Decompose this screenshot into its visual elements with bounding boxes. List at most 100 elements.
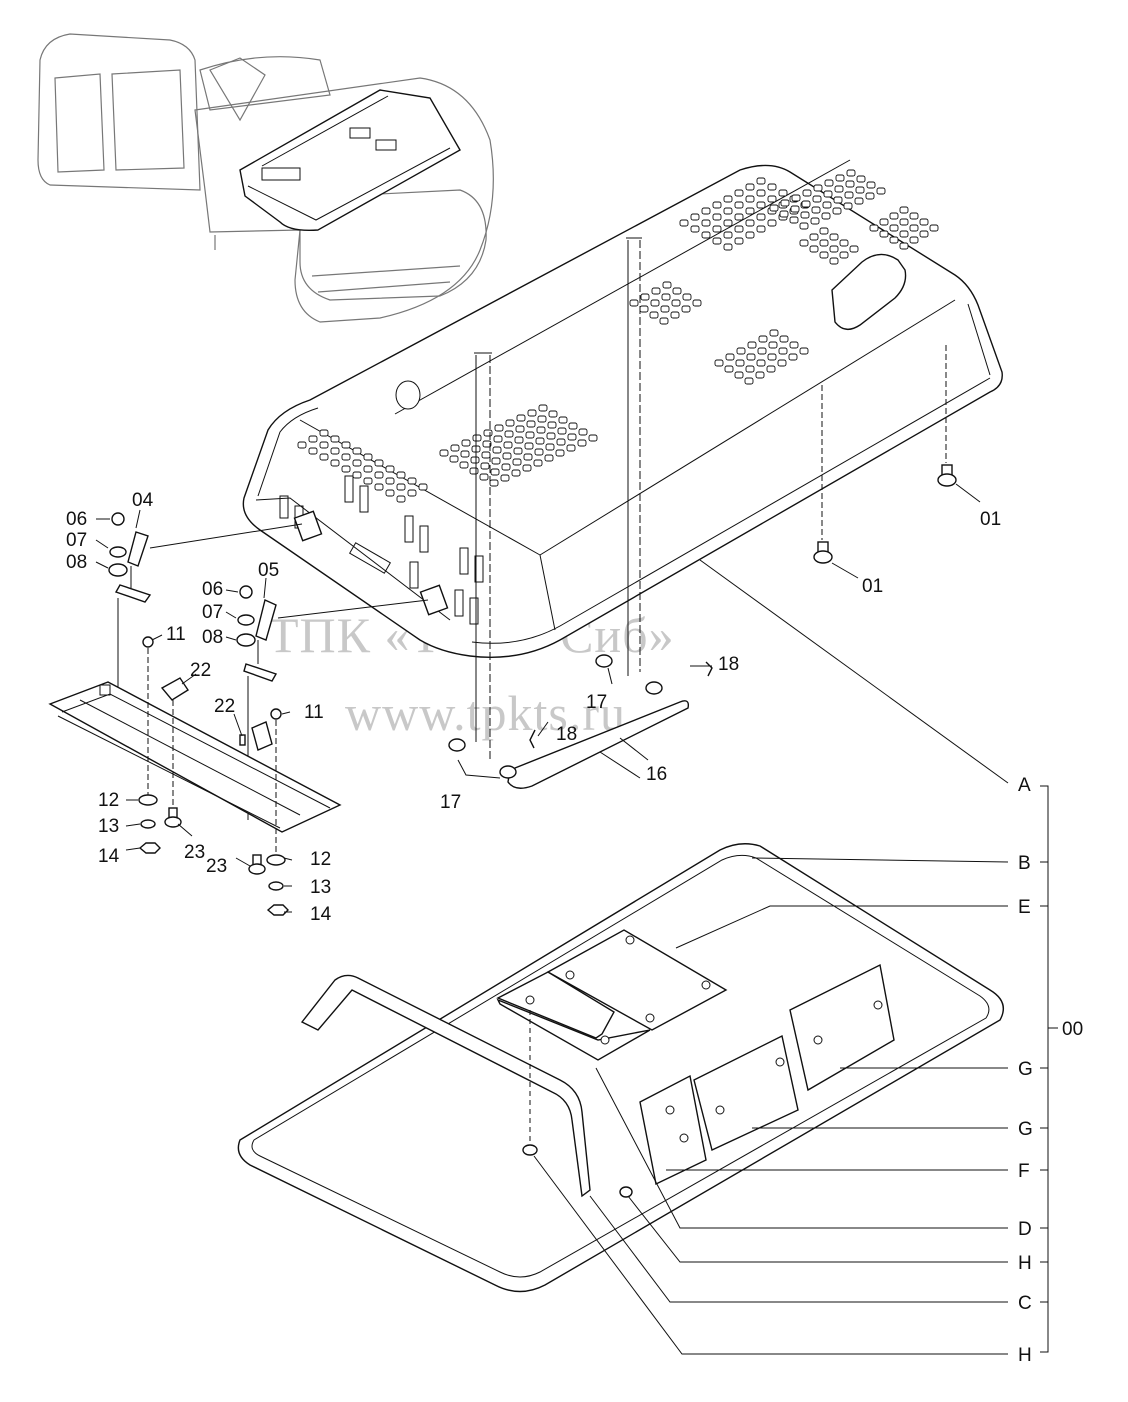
vent-hole (849, 245, 859, 253)
callout-12-b: 12 (310, 849, 331, 870)
vent-hole (819, 239, 829, 247)
vent-hole (909, 236, 919, 244)
vent-hole (755, 371, 765, 379)
vent-hole (866, 181, 876, 189)
vent-hole (769, 329, 779, 337)
vent-hole (745, 195, 755, 203)
vent-hole (491, 457, 501, 465)
vent-hole (756, 201, 766, 209)
vent-hole (800, 211, 810, 219)
vent-hole (558, 416, 568, 424)
vent-hole (469, 467, 479, 475)
vent-hole (671, 299, 681, 307)
vent-hole (812, 195, 822, 203)
vent-hole (396, 483, 406, 491)
vent-hole (527, 409, 537, 417)
vent-hole (494, 424, 504, 432)
label-C: C (1018, 1293, 1032, 1314)
vent-hole (523, 453, 533, 461)
vent-hole (865, 192, 875, 200)
vent-hole (876, 187, 886, 195)
vent-hole (690, 225, 700, 233)
callout-14-b: 14 (310, 904, 332, 925)
leader-lines (95, 509, 1058, 1355)
vent-hole (767, 195, 777, 203)
vent-hole (480, 462, 490, 470)
vent-hole (639, 305, 649, 313)
callout-08-b: 08 (202, 627, 223, 648)
callout-07-a: 07 (66, 530, 87, 551)
vent-hole (319, 453, 329, 461)
vent-hole (661, 293, 671, 301)
vent-hole (822, 201, 832, 209)
vent-hole (701, 207, 711, 215)
callout-08-a: 08 (66, 552, 87, 573)
vent-hole (319, 429, 329, 437)
vent-hole (734, 189, 744, 197)
vent-hole (515, 425, 525, 433)
callout-18-b: 18 (556, 724, 577, 745)
vent-hole (766, 365, 776, 373)
support-plate (48, 681, 342, 833)
vent-hole (461, 439, 471, 447)
vent-hole (514, 436, 524, 444)
vent-hole (516, 414, 526, 422)
vent-hole (832, 207, 842, 215)
vent-hole (396, 471, 406, 479)
vent-hole (479, 473, 489, 481)
callout-18-a: 18 (718, 654, 739, 675)
vent-hole (535, 437, 545, 445)
vent-hole (723, 207, 733, 215)
vent-hole (712, 213, 722, 221)
callout-01-right: 01 (980, 509, 1001, 530)
callout-17-b: 17 (440, 792, 461, 813)
vent-hole (869, 224, 879, 232)
vent-hole (330, 447, 340, 455)
vent-hole (511, 469, 521, 477)
vent-hole (734, 201, 744, 209)
vent-hole (829, 257, 839, 265)
vent-hole (734, 213, 744, 221)
vent-hole (493, 435, 503, 443)
callout-16: 16 (646, 764, 667, 785)
vent-hole (490, 468, 500, 476)
letter-labels: A B E G G F D H C H 00 (1018, 775, 1083, 1366)
vent-hole (835, 174, 845, 182)
vent-hole (767, 183, 777, 191)
vent-hole (777, 359, 787, 367)
vent-hole (745, 207, 755, 215)
vent-hole (734, 237, 744, 245)
vent-hole (788, 353, 798, 361)
vent-hole (525, 431, 535, 439)
vent-hole (418, 483, 428, 491)
vent-hole (483, 429, 493, 437)
callout-06-b: 06 (202, 579, 223, 600)
vent-hole (557, 427, 567, 435)
vent-hole (779, 210, 789, 218)
vent-hole (778, 347, 788, 355)
vent-hole (725, 353, 735, 361)
vent-hole (747, 341, 757, 349)
vent-hole (809, 245, 819, 253)
vent-hole (724, 365, 734, 373)
vent-hole (363, 465, 373, 473)
vent-hole (363, 477, 373, 485)
vent-hole (846, 169, 856, 177)
engine-hood (242, 159, 1003, 658)
vent-hole (756, 189, 766, 197)
vent-hole (385, 465, 395, 473)
label-H-2: H (1018, 1345, 1032, 1366)
label-H-1: H (1018, 1253, 1032, 1274)
vent-hole (734, 371, 744, 379)
vent-hole (470, 456, 480, 464)
vent-hole (546, 432, 556, 440)
callout-04: 04 (132, 490, 154, 511)
vent-hole (723, 243, 733, 251)
vent-hole (672, 287, 682, 295)
vent-hole (548, 410, 558, 418)
vent-hole (504, 430, 514, 438)
vent-hole (802, 189, 812, 197)
label-assembly-00: 00 (1062, 1019, 1083, 1040)
